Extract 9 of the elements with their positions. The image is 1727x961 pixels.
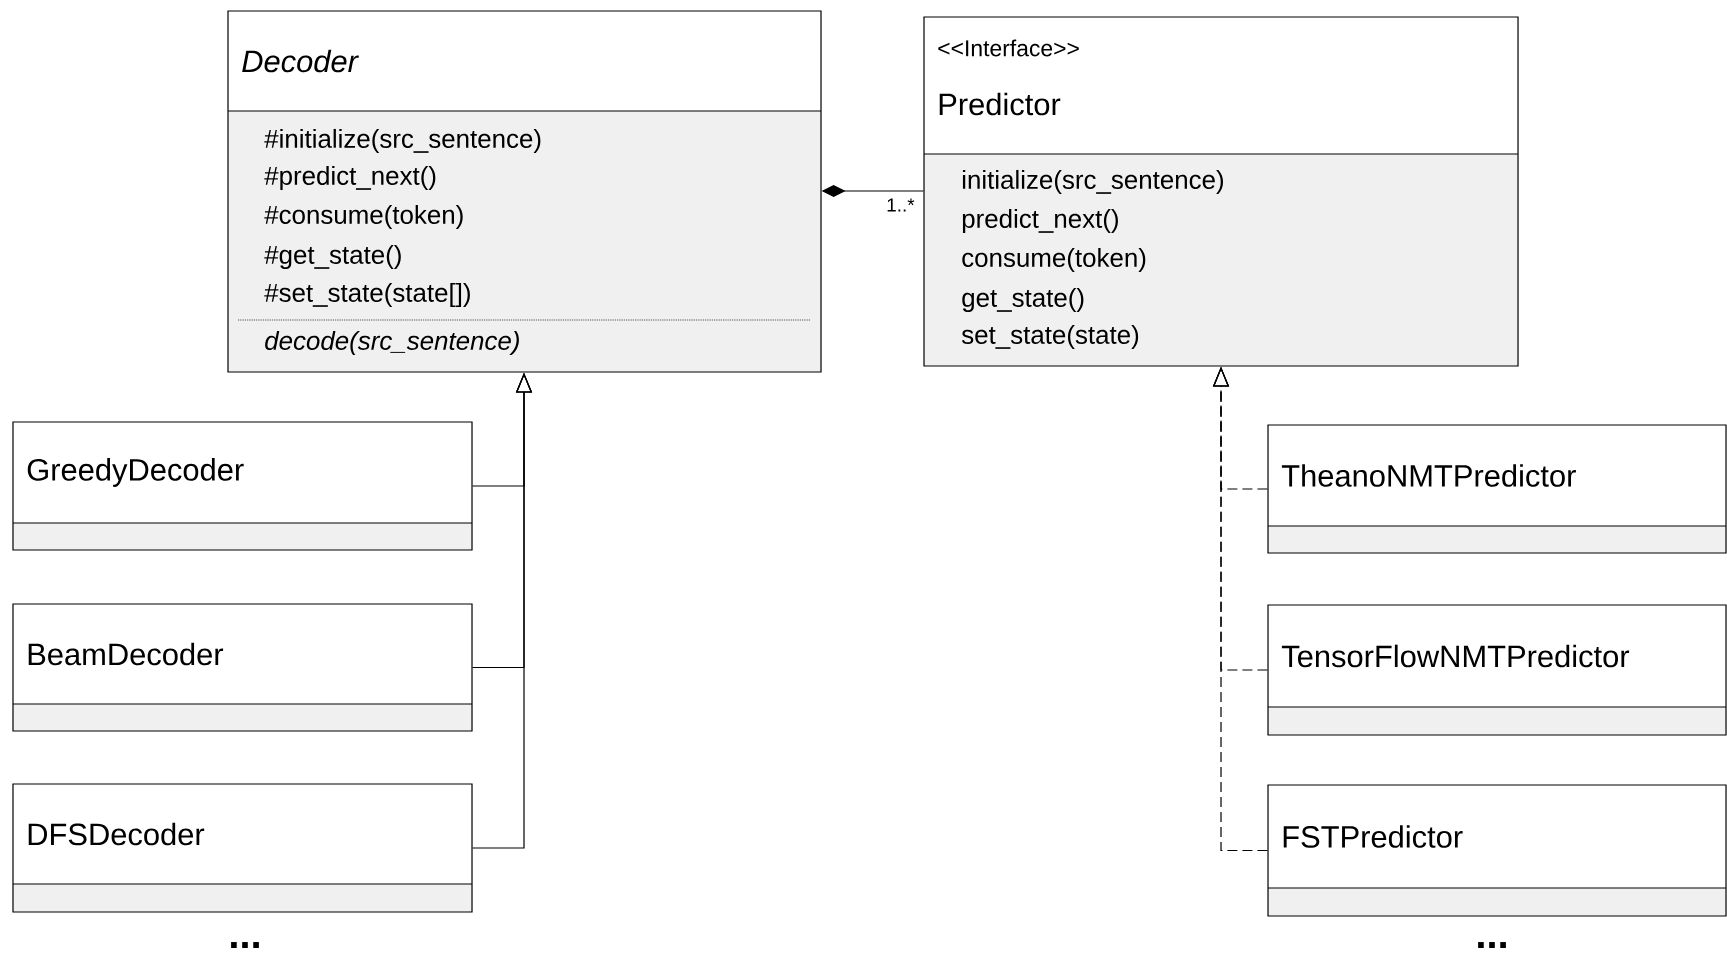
class-box: TheanoNMTPredictor bbox=[1267, 424, 1727, 554]
class-box: <<Interface>> Predictor initialize(src_sentence) predict_next() consume(token) get_state() set_state(state) bbox=[923, 16, 1519, 367]
class-box: BeamDecoder bbox=[12, 603, 473, 732]
class-box: DFSDecoder bbox=[12, 783, 473, 913]
class-box: TensorFlowNMTPredictor bbox=[1267, 604, 1727, 736]
class-box: Decoder #initialize(src_sentence) #predict_next() #consume(token) #get_state() #set_state(state[]) decode(src_sentence) bbox=[227, 10, 822, 373]
class-box: FSTPredictor bbox=[1267, 784, 1727, 917]
edge-label: 1..* bbox=[887, 198, 915, 212]
class-box: GreedyDecoder bbox=[12, 421, 473, 551]
